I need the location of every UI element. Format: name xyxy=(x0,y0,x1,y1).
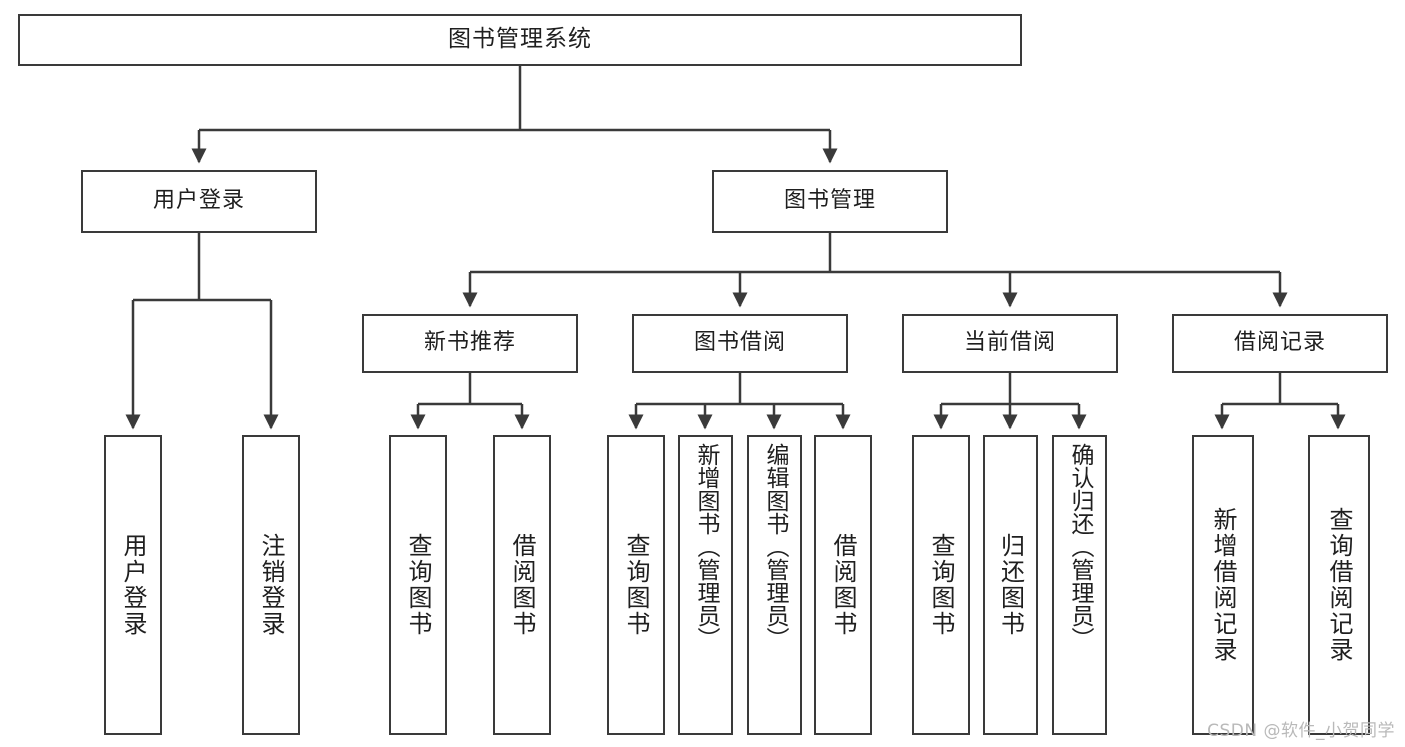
node-label: 图书管理系统 xyxy=(448,26,592,53)
node-label: 新增借阅记录 xyxy=(1209,507,1237,663)
leaf-query-book-recommend[interactable]: 查询图书 xyxy=(389,435,447,735)
leaf-user-login[interactable]: 用户登录 xyxy=(104,435,162,735)
node-label: 归还图书 xyxy=(996,533,1025,637)
node-label: 新书推荐 xyxy=(423,330,516,356)
node-label: 查询图书 xyxy=(622,533,650,637)
leaf-query-borrow-record[interactable]: 查询借阅记录 xyxy=(1308,435,1370,735)
node-book-borrowing[interactable]: 图书借阅 xyxy=(632,314,848,373)
node-new-book-recommendation[interactable]: 新书推荐 xyxy=(362,314,578,373)
node-label: 当前借阅 xyxy=(963,330,1056,356)
node-label: 用户登录 xyxy=(119,533,147,637)
node-borrowing-record[interactable]: 借阅记录 xyxy=(1172,314,1388,373)
node-label: 新增图书（管理员） xyxy=(693,443,719,650)
leaf-borrow-book-recommend[interactable]: 借阅图书 xyxy=(493,435,551,735)
node-current-borrowing[interactable]: 当前借阅 xyxy=(902,314,1118,373)
leaf-edit-book-admin[interactable]: 编辑图书（管理员） xyxy=(747,435,802,735)
csdn-watermark: CSDN @软件_小贺同学 xyxy=(1207,721,1395,741)
leaf-logout[interactable]: 注销登录 xyxy=(242,435,300,735)
node-label: 借阅图书 xyxy=(829,533,857,637)
node-label: 查询图书 xyxy=(404,533,432,637)
node-label: 查询图书 xyxy=(927,533,955,637)
leaf-add-borrow-record[interactable]: 新增借阅记录 xyxy=(1192,435,1254,735)
leaf-borrow-book[interactable]: 借阅图书 xyxy=(814,435,872,735)
leaf-confirm-return-admin[interactable]: 确认归还（管理员） xyxy=(1052,435,1107,735)
leaf-query-book-current[interactable]: 查询图书 xyxy=(912,435,970,735)
leaf-add-book-admin[interactable]: 新增图书（管理员） xyxy=(678,435,733,735)
node-user-login[interactable]: 用户登录 xyxy=(81,170,317,233)
node-label: 确认归还（管理员） xyxy=(1067,443,1093,650)
node-label: 图书管理 xyxy=(783,188,876,214)
node-label: 图书借阅 xyxy=(693,330,786,356)
node-root-book-management-system[interactable]: 图书管理系统 xyxy=(18,14,1022,66)
node-label: 用户登录 xyxy=(152,188,245,214)
node-label: 查询借阅记录 xyxy=(1325,507,1353,663)
node-book-management[interactable]: 图书管理 xyxy=(712,170,948,233)
node-label: 编辑图书（管理员） xyxy=(762,443,788,650)
node-label: 借阅图书 xyxy=(508,533,536,637)
leaf-return-book[interactable]: 归还图书 xyxy=(983,435,1038,735)
node-label: 借阅记录 xyxy=(1233,330,1326,356)
leaf-query-book-borrow[interactable]: 查询图书 xyxy=(607,435,665,735)
node-label: 注销登录 xyxy=(257,533,285,637)
